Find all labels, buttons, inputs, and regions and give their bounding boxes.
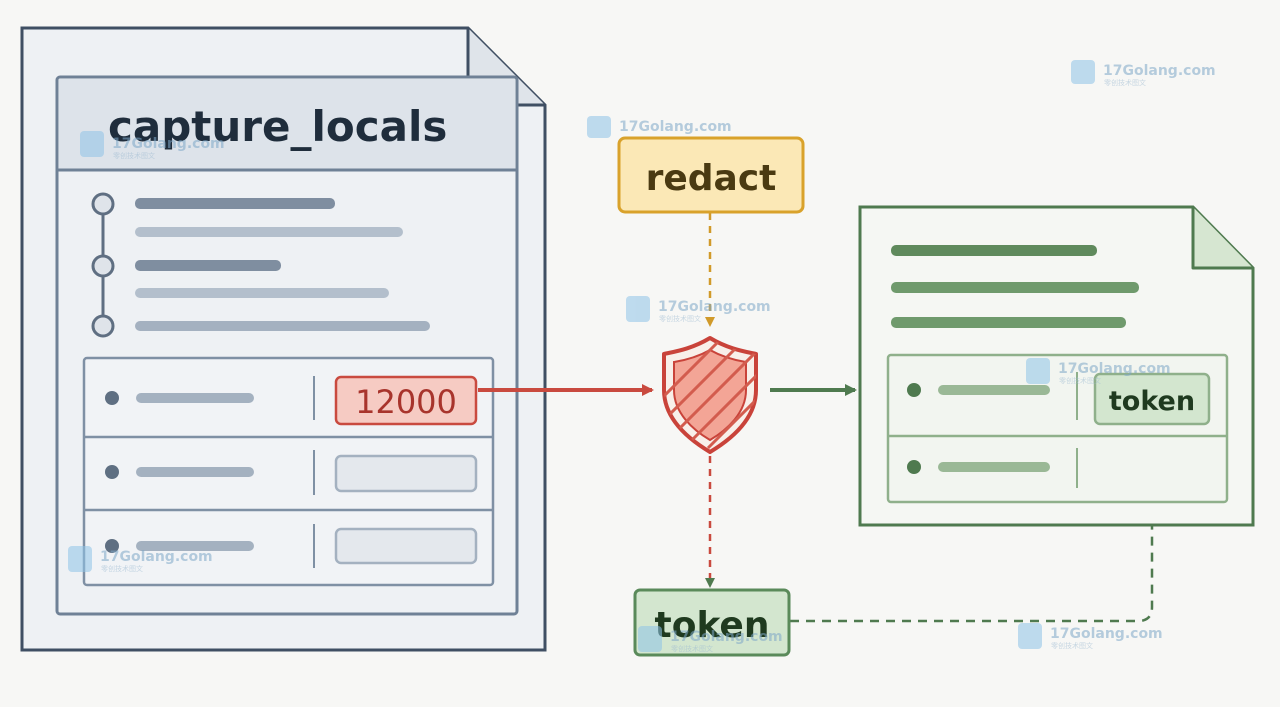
table-row: 12000 <box>105 375 478 426</box>
text-line <box>891 245 1097 256</box>
token-label: token <box>655 605 770 646</box>
text-line <box>135 227 403 237</box>
watermark-logo-icon <box>587 116 611 138</box>
table-row <box>105 450 478 495</box>
watermark: 17Golang.com 零创技术图文 <box>638 626 783 653</box>
watermark-logo-icon <box>1026 358 1050 384</box>
source-table: 12000 <box>82 356 495 587</box>
watermarks: 17Golang.com 17Golang.com 零创技术图文 17Golan… <box>68 60 1216 653</box>
token-value-cell <box>1093 372 1211 426</box>
source-header-band <box>59 79 515 170</box>
svg-text:17Golang.com: 17Golang.com <box>1050 626 1163 642</box>
bullet-dot-icon <box>907 460 921 474</box>
svg-text:零创技术图文: 零创技术图文 <box>101 564 143 573</box>
bullet-dot-icon <box>105 539 119 553</box>
text-line <box>135 198 335 209</box>
watermark: 17Golang.com 零创技术图文 <box>1018 623 1163 650</box>
empty-value-cell <box>334 454 478 493</box>
bullet-dot-icon <box>105 391 119 405</box>
table-row <box>907 448 1078 488</box>
token-return-dashed-arrow <box>790 438 1157 623</box>
text-line <box>135 321 430 331</box>
timeline-node <box>91 254 115 278</box>
output-table: token <box>886 353 1229 504</box>
svg-text:零创技术图文: 零创技术图文 <box>659 314 701 323</box>
watermark-logo-icon <box>68 546 92 572</box>
source-timeline <box>91 192 430 338</box>
watermark-logo-icon <box>626 296 650 322</box>
bullet-dot-icon <box>907 383 921 397</box>
timeline-node <box>91 192 115 216</box>
svg-text:17Golang.com: 17Golang.com <box>670 629 783 645</box>
redact-box: redact <box>617 136 805 214</box>
watermark-logo-icon <box>638 626 662 652</box>
svg-text:17Golang.com: 17Golang.com <box>100 549 213 565</box>
watermark: 17Golang.com 零创技术图文 <box>68 546 213 573</box>
svg-text:零创技术图文: 零创技术图文 <box>113 151 155 160</box>
bullet-dot-icon <box>105 465 119 479</box>
secret-value: 12000 <box>355 383 457 421</box>
text-line <box>135 260 281 271</box>
table-row <box>105 524 478 568</box>
token-box: token <box>633 588 791 657</box>
watermark: 17Golang.com 零创技术图文 <box>1026 358 1171 385</box>
token-value: token <box>1109 386 1195 417</box>
watermark-logo-icon <box>1071 60 1095 84</box>
timeline-node <box>91 314 115 338</box>
text-line <box>891 317 1126 328</box>
watermark: 17Golang.com 零创技术图文 <box>80 131 225 160</box>
watermark: 17Golang.com 零创技术图文 <box>626 296 771 323</box>
svg-text:零创技术图文: 零创技术图文 <box>671 644 713 653</box>
table-row: token <box>907 372 1211 426</box>
empty-value-cell <box>334 527 478 565</box>
redact-label: redact <box>646 158 777 199</box>
watermark-logo-icon <box>1018 623 1042 649</box>
watermark-logo-icon <box>80 131 104 157</box>
watermark: 17Golang.com 零创技术图文 <box>1071 60 1216 87</box>
svg-text:17Golang.com: 17Golang.com <box>1058 361 1171 377</box>
svg-text:17Golang.com: 17Golang.com <box>658 299 771 315</box>
text-line <box>135 288 389 298</box>
svg-text:零创技术图文: 零创技术图文 <box>1104 78 1146 87</box>
svg-text:零创技术图文: 零创技术图文 <box>1059 376 1101 385</box>
secret-value-cell <box>334 375 478 426</box>
source-document: capture_locals 12000 <box>20 26 547 652</box>
svg-text:17Golang.com: 17Golang.com <box>1103 63 1216 79</box>
output-document: token <box>858 205 1255 527</box>
shield-icon <box>662 336 758 454</box>
text-line <box>891 282 1139 293</box>
svg-text:零创技术图文: 零创技术图文 <box>1051 641 1093 650</box>
source-title: capture_locals <box>108 102 447 151</box>
svg-text:17Golang.com: 17Golang.com <box>619 119 732 135</box>
watermark: 17Golang.com <box>587 116 732 138</box>
svg-text:17Golang.com: 17Golang.com <box>112 136 225 152</box>
